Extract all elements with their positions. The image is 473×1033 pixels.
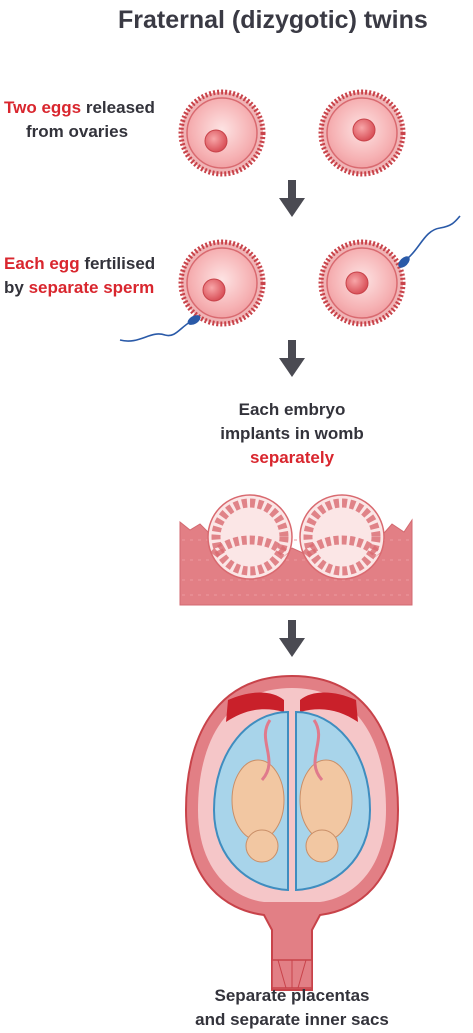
step4-line1: Separate placentas — [214, 986, 370, 1005]
womb-implantation-illustration — [179, 494, 413, 606]
egg-cell-icon — [178, 239, 266, 327]
embryo-icon — [299, 494, 385, 580]
sperm-icon — [119, 315, 201, 342]
step2-highlight1: Each egg — [4, 254, 80, 273]
step2-line2-prefix: by — [4, 278, 29, 297]
step1-label: Two eggs released from ovaries — [4, 96, 155, 144]
step1-line1-rest: released — [81, 98, 155, 117]
step3-line2: implants in womb — [220, 424, 364, 443]
step4-line2: and separate inner sacs — [195, 1010, 389, 1029]
egg-cell-icon — [318, 89, 406, 177]
page-title: Fraternal (dizygotic) twins — [118, 6, 428, 34]
down-arrow-icon — [279, 180, 305, 217]
step1-highlight: Two eggs — [4, 98, 82, 117]
step1-line2: from ovaries — [26, 122, 129, 141]
embryo-icon — [207, 494, 293, 580]
step2-highlight2: separate sperm — [28, 278, 155, 297]
egg-cell-icon — [318, 239, 406, 327]
sperm-icon — [398, 215, 461, 268]
step3-line1: Each embryo — [238, 400, 346, 419]
step3-label: Each embryo implants in womb separately — [192, 398, 392, 470]
step3-highlight: separately — [249, 448, 335, 467]
down-arrow-icon — [279, 620, 305, 657]
step2-label: Each egg fertilised by separate sperm — [4, 252, 155, 300]
step2-line1-rest: fertilised — [79, 254, 156, 273]
down-arrow-icon — [279, 340, 305, 377]
uterus-icon — [184, 674, 400, 991]
step4-label: Separate placentas and separate inner sa… — [172, 984, 412, 1032]
egg-cell-icon — [178, 89, 266, 177]
